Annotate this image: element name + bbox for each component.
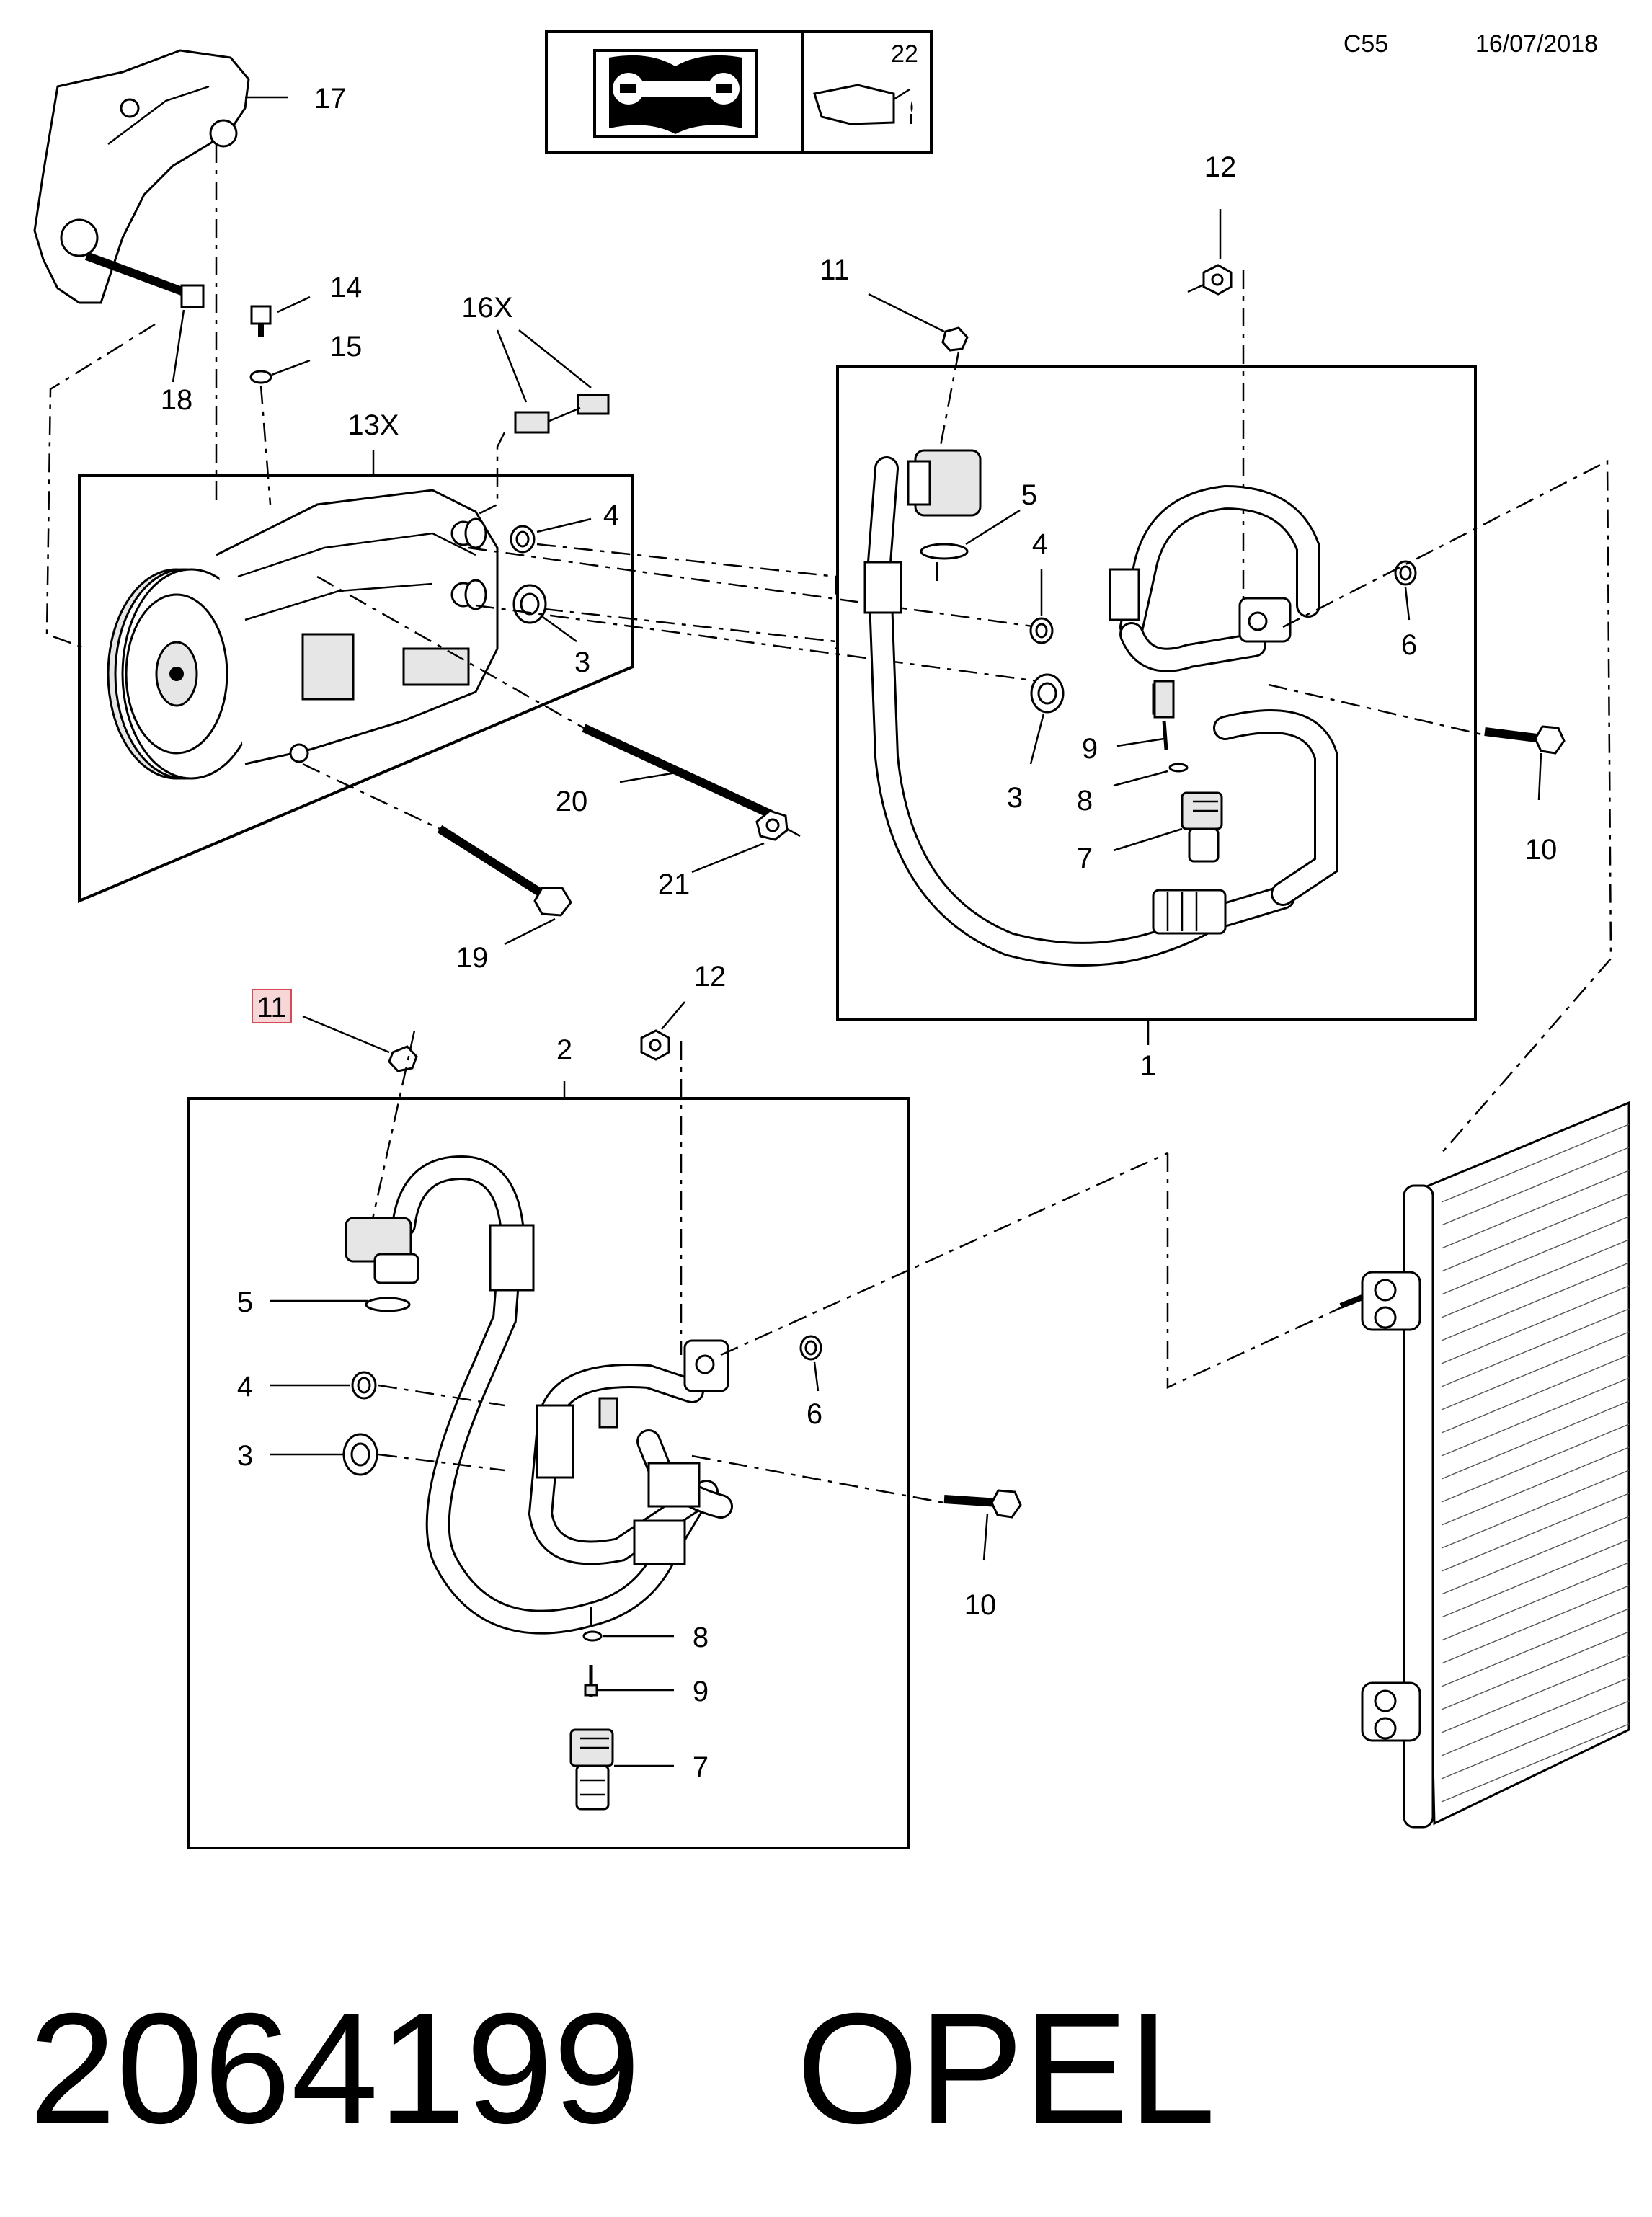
callout-12-a: 12	[1204, 151, 1237, 183]
callout-20: 20	[556, 786, 588, 817]
callout-21: 21	[658, 868, 690, 900]
brand-name: OPEL	[796, 1981, 1216, 2156]
diagram-date: 16/07/2018	[1475, 30, 1598, 58]
callout-9-a: 9	[1082, 733, 1098, 765]
seal-8-a	[1168, 763, 1189, 773]
hose-assembly-1	[863, 449, 1338, 967]
callout-3-a: 3	[574, 647, 590, 678]
bolt-11-a	[941, 326, 969, 352]
bolt-10-a	[1484, 725, 1566, 755]
callout-19: 19	[456, 942, 489, 974]
part-number: 2064199	[29, 1981, 641, 2156]
callout-18: 18	[161, 384, 193, 416]
callout-17: 17	[314, 83, 347, 115]
callout-4-b: 4	[1032, 528, 1048, 560]
callout-11-a: 11	[820, 254, 850, 286]
bolt-11-b	[388, 1045, 418, 1072]
callout-2: 2	[556, 1034, 572, 1066]
callout-3-b: 3	[1007, 782, 1023, 814]
callout-16x: 16X	[461, 292, 512, 324]
callout-5-a: 5	[1021, 479, 1037, 511]
callout-8-b: 8	[693, 1622, 709, 1653]
valve-16x	[514, 394, 610, 434]
callout-6-a: 6	[1401, 629, 1417, 661]
callout-6-b: 6	[807, 1398, 822, 1430]
nut-21	[755, 809, 789, 841]
callout-1: 1	[1140, 1050, 1156, 1082]
valve-core-9-b	[584, 1665, 598, 1697]
compressor-group-frame	[78, 474, 634, 904]
callout-7-b: 7	[693, 1751, 709, 1783]
bolt-18	[84, 252, 205, 308]
pressure-sensor-7-a	[1181, 791, 1223, 863]
callout-10-b: 10	[964, 1589, 997, 1621]
bolt-19	[437, 825, 572, 917]
callout-13x: 13X	[347, 409, 399, 441]
hose-assembly-1-frame	[836, 365, 1477, 1021]
pressure-sensor-7-b	[569, 1728, 614, 1811]
gasket-5-a	[920, 543, 969, 560]
gasket-5-b	[365, 1297, 411, 1312]
page-code: C55	[1344, 30, 1388, 58]
compressor-bracket	[33, 49, 250, 304]
callout-3-c: 3	[237, 1440, 253, 1472]
stud-20	[582, 724, 773, 819]
nut-12-a	[1202, 264, 1233, 296]
callout-4-a: 4	[603, 499, 619, 531]
hose-assembly-2-frame	[187, 1097, 910, 1849]
callout-14: 14	[330, 272, 363, 303]
oil-can-icon	[813, 84, 913, 125]
callout-15: 15	[330, 331, 363, 363]
condenser	[1339, 1101, 1630, 1829]
callout-12-b: 12	[694, 961, 727, 992]
washer-15	[249, 370, 272, 384]
bolt-14	[250, 305, 272, 337]
seal-8-b	[582, 1630, 603, 1642]
callout-5-b: 5	[237, 1287, 253, 1318]
callout-11-highlight: 11	[252, 989, 292, 1023]
valve-core-9-a	[1153, 680, 1175, 750]
callout-4-c: 4	[237, 1371, 253, 1403]
nut-12-b	[640, 1029, 670, 1061]
repair-manual-icon	[593, 49, 758, 138]
oil-note-number: 22	[891, 40, 918, 68]
callout-11-b: 11	[257, 992, 287, 1023]
callout-9-b: 9	[693, 1676, 709, 1707]
header-symbol-box: 22	[545, 30, 933, 154]
bolt-10-b	[943, 1489, 1022, 1519]
hose-assembly-2	[345, 1155, 733, 1635]
ac-compressor	[107, 489, 499, 780]
callout-7-a: 7	[1077, 843, 1093, 874]
callout-8-a: 8	[1077, 785, 1093, 817]
callout-10-a: 10	[1525, 834, 1558, 866]
